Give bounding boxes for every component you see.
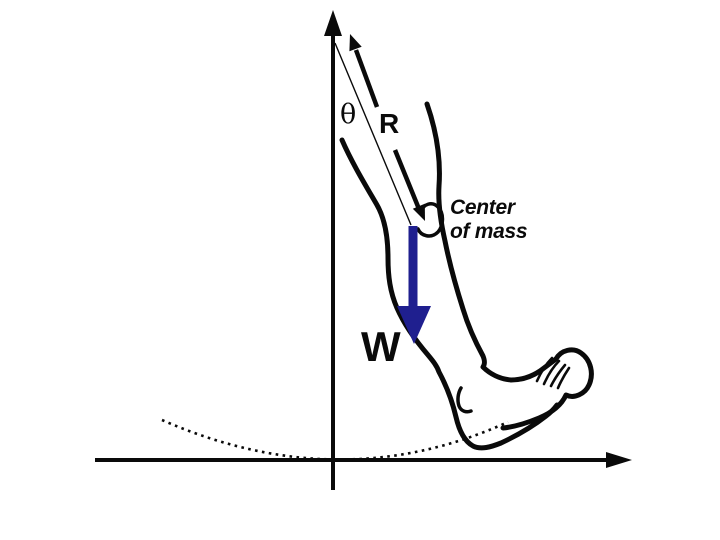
r-arrow-upper-head-icon — [349, 34, 362, 52]
center-of-mass-line2: of mass — [450, 220, 527, 243]
leg-outline — [339, 101, 594, 451]
w-label: W — [361, 323, 401, 370]
toe-hatch-3 — [549, 363, 567, 388]
center-of-mass-line1: Center — [450, 196, 517, 219]
toe-hatch-2 — [542, 359, 561, 386]
ankle-mark — [456, 386, 473, 414]
pendulum-line — [334, 42, 412, 226]
knee-curl-mark — [416, 202, 445, 238]
leg-front-contour — [424, 101, 559, 383]
toe-hatch-4 — [556, 366, 571, 390]
center-of-mass-label: Center of mass — [450, 196, 528, 243]
x-axis — [95, 452, 632, 468]
leg-back-contour — [339, 137, 560, 451]
weight-arrow — [397, 226, 431, 344]
x-axis-arrowhead-icon — [606, 452, 632, 468]
weight-arrow-head-icon — [397, 306, 431, 344]
r-label: R — [379, 108, 399, 139]
y-axis — [324, 10, 342, 490]
r-arrow-upper-shaft — [353, 49, 380, 108]
y-axis-arrowhead-icon — [324, 10, 342, 36]
toe-hatch-1 — [535, 356, 554, 383]
toe-hatch-marks — [535, 356, 571, 390]
r-arrow-lower-shaft — [392, 149, 422, 210]
theta-label: θ — [340, 99, 356, 130]
r-arrow-upper — [349, 34, 380, 108]
weight-arrow-shaft — [408, 226, 418, 308]
big-toe-contour — [500, 347, 594, 431]
